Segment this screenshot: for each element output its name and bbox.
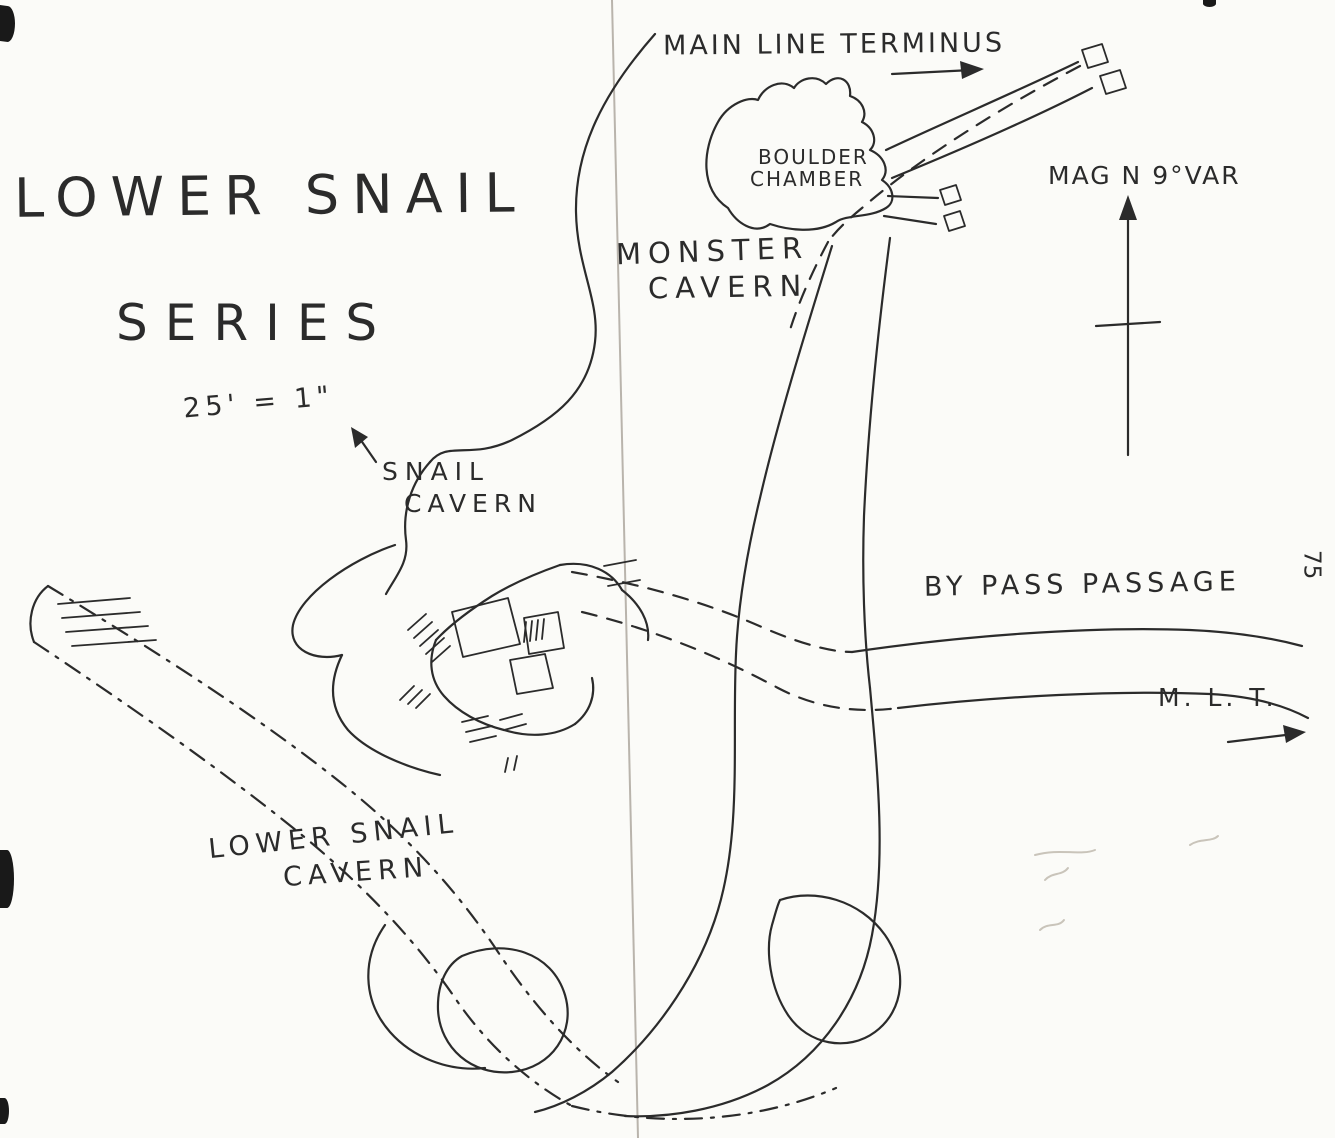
label-snail-cavern-line1: SNAIL — [382, 457, 490, 486]
lower-snail-passage — [29, 584, 620, 1108]
bypass-passage-walls — [850, 628, 1310, 720]
map-title-line2: SERIES — [116, 294, 395, 352]
scan-artifact-left-edge — [0, 850, 14, 908]
terminus-arrow — [890, 61, 984, 79]
label-monster-cavern-line1: MONSTER — [615, 230, 810, 272]
northeast-passage — [884, 60, 1094, 180]
label-magnetic-north: MAG N 9°VAR — [1048, 161, 1241, 190]
label-snail-cavern-line2: CAVERN — [404, 489, 542, 518]
boulder-chamber-outline — [705, 77, 894, 231]
passage-end-blocks-ne — [1081, 43, 1127, 95]
scan-artifact-bottom-left — [0, 1098, 9, 1124]
faint-scan-marks — [1034, 835, 1219, 931]
label-boulder-chamber-line2: CHAMBER — [750, 167, 865, 191]
label-monster-cavern-line2: CAVERN — [647, 268, 809, 306]
monster-cavern-wall — [291, 32, 657, 777]
middle-dashed-passages — [570, 559, 900, 712]
ledge-hatch-marks — [399, 613, 545, 773]
page-fold-line — [611, 0, 639, 1138]
mlt-arrow — [1226, 725, 1306, 744]
label-main-line-terminus: MAIN LINE TERMINUS — [662, 27, 1006, 62]
passage-end-blocks-east — [939, 184, 966, 232]
bottom-loops — [367, 923, 838, 1121]
label-mlt: M. L. T. — [1158, 683, 1278, 712]
main-line-dashed — [788, 64, 1082, 332]
north-arrow — [1094, 195, 1162, 457]
east-passage — [882, 194, 940, 226]
page-number: 75 — [1298, 550, 1325, 580]
main-passage-walls — [533, 236, 902, 1118]
scan-artifact-top-right — [1203, 0, 1216, 7]
label-boulder-chamber-line1: BOULDER — [758, 145, 869, 169]
snail-cavern-complex — [430, 562, 650, 736]
snail-cavern-pointer-arrow — [351, 427, 378, 464]
map-title-line1: LOWER SNAIL — [13, 161, 528, 230]
label-bypass-passage: BY PASS PASSAGE — [923, 566, 1242, 603]
